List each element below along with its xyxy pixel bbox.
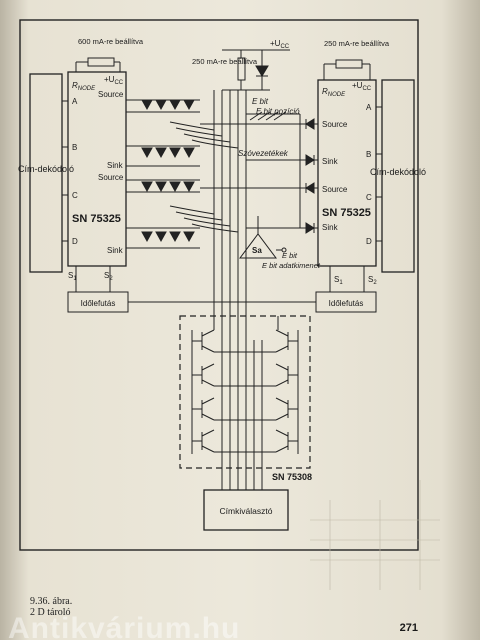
sa-label: Sa [252,246,262,255]
left-pin-a: A [72,97,78,106]
left-decoder-lines [62,100,68,242]
figure-caption: 2 D tároló [30,607,71,618]
left-sink1: Sink [107,161,124,170]
watermark: Antikvárium.hu [8,614,241,640]
word-line-bus [213,90,247,316]
right-sink1: Sink [322,157,339,166]
right-timing-block [128,266,377,313]
figure-frame [19,19,419,551]
page-number: 271 [399,622,418,634]
transistor-right-2 [275,363,298,387]
left-pin-c: C [72,191,78,200]
right-source1: Source [322,120,348,129]
right-pin-d: D [366,237,372,246]
left-s2: S2 [104,271,113,282]
left-adjust-resistor [75,57,121,72]
left-sink2: Sink [107,246,124,255]
transistor-left-4 [192,429,215,453]
center-adjust-label: 250 mA-re beállítva [192,57,258,66]
right-decoder-label: Cím-dekódoló [370,167,426,177]
szovezetekek-label: Szóvezetékek [238,149,289,158]
right-rnode: RNODE [322,87,346,98]
left-source2: Source [98,173,124,182]
transistor-right-4 [275,429,298,453]
left-chip-name: SN 75325 [72,213,121,225]
right-pin-b: B [366,150,371,159]
left-s1: S1 [68,271,77,282]
left-rnode: RNODE [72,81,96,92]
right-pin-a: A [366,103,372,112]
left-pin-b: B [72,143,77,152]
transistor-right-3 [275,397,298,421]
address-selector-label: Címkiválasztó [220,506,273,516]
left-decoder-label: Cím-dekódoló [18,164,74,174]
right-decoder-lines [376,106,382,242]
left-decoder: Cím-dekódoló [18,73,74,273]
transistor-chip-name: SN 75308 [272,472,312,482]
right-adjust-resistor [323,59,371,80]
sense-amplifier [239,216,287,259]
right-adjust-label: 250 mA-re beállítva [324,39,390,48]
right-ucc: +UCC [352,81,372,92]
e-bit-pozicio: E bit pozíció [256,107,300,116]
right-source2: Source [322,185,348,194]
center-ucc-network [222,49,290,91]
left-source1: Source [98,90,124,99]
left-pin-d: D [72,237,78,246]
left-adjust-label: 600 mA-re beállítva [78,37,144,46]
transistor-right-1 [275,329,298,353]
right-decoder: Cím-dekódoló [370,79,426,273]
address-selector-box [203,489,289,531]
left-diode-matrix [126,99,239,249]
right-pin-c: C [366,193,372,202]
right-diodes [305,118,315,234]
right-chip: RNODE +UCC Source Sink Source Sink SN 75… [317,79,377,267]
diode-row-1 [141,99,195,111]
transistor-array-frame [179,315,311,469]
transistor-left-3 [192,397,215,421]
center-ucc: +UCC [270,39,290,50]
e-bit-adat-line1: E bit [282,251,298,260]
transistor-left-1 [192,329,215,353]
e-bit-adatkimenet: E bit adatkimenet [262,261,321,270]
left-timing-label: Időlefutás [81,299,116,308]
right-chip-name: SN 75325 [322,207,371,219]
diode-row-2 [141,147,195,159]
transistor-left-2 [192,363,215,387]
diode-row-4 [141,231,195,243]
left-ucc: +UCC [104,75,124,86]
e-bit-pozicio-line1: E bit [252,97,269,106]
right-s1: S1 [334,275,343,286]
right-sink2: Sink [322,223,339,232]
center-crossing [200,111,318,229]
figure-number: 9.36. ábra. [30,596,73,607]
left-chip: RNODE +UCC Source Sink Source Sink SN 75… [67,71,127,267]
right-s2: S2 [368,275,377,286]
print-through-texture [310,480,440,590]
diode-row-3 [141,181,195,193]
right-timing-label: Időlefutás [329,299,364,308]
transistor-array [191,316,299,490]
